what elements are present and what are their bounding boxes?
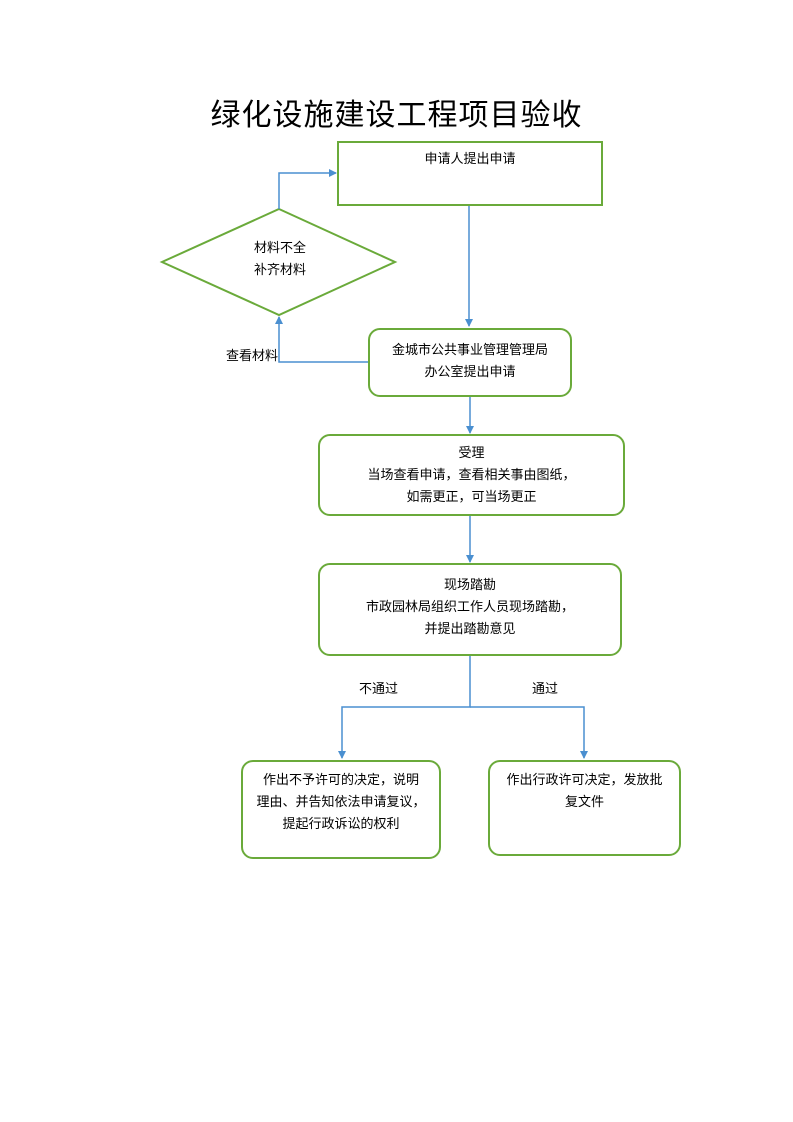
node-deny-line: 提起行政诉讼的权利 <box>282 817 400 832</box>
node-check-line: 材料不全 <box>253 241 306 256</box>
node-accept: 受理 当场查看申请，查看相关事由图纸， 如需更正，可当场更正 <box>318 434 625 516</box>
label-review: 查看材料 <box>226 349 279 364</box>
node-deny-line: 理由、并告知依法申请复议， <box>256 795 426 810</box>
node-approve-line: 复文件 <box>564 795 604 810</box>
node-check-line: 补齐材料 <box>253 263 306 278</box>
node-check: 材料不全 补齐材料 <box>200 238 360 282</box>
connector-survey-split <box>338 656 471 759</box>
node-office: 金城市公共事业管理管理局 办公室提出申请 <box>368 328 572 397</box>
node-deny: 作出不予许可的决定，说明 理由、并告知依法申请复议， 提起行政诉讼的权利 <box>241 760 441 859</box>
node-apply: 申请人提出申请 <box>337 141 603 206</box>
label-fail: 不通过 <box>359 682 399 697</box>
node-survey: 现场踏勘 市政园林局组织工作人员现场踏勘， 并提出踏勘意见 <box>318 563 622 656</box>
node-approve: 作出行政许可决定，发放批 复文件 <box>488 760 681 856</box>
connector-survey-to-approve <box>470 706 588 759</box>
node-apply-line: 申请人提出申请 <box>424 152 516 167</box>
decision-diamond <box>159 207 398 317</box>
node-survey-line: 并提出踏勘意见 <box>424 622 516 637</box>
node-approve-line: 作出行政许可决定，发放批 <box>506 773 663 788</box>
connector-check-to-apply <box>278 169 337 209</box>
connector-office-to-check <box>275 316 368 363</box>
node-accept-line: 当场查看申请，查看相关事由图纸， <box>367 468 576 483</box>
label-pass: 通过 <box>532 682 559 697</box>
node-accept-line: 如需更正，可当场更正 <box>406 490 537 505</box>
node-office-line: 办公室提出申请 <box>424 365 516 380</box>
node-deny-line: 作出不予许可的决定，说明 <box>262 773 419 788</box>
node-survey-line: 现场踏勘 <box>443 578 496 593</box>
page-title: 绿化设施建设工程项目验收 <box>210 98 583 133</box>
node-office-line: 金城市公共事业管理管理局 <box>391 343 548 358</box>
node-survey-line: 市政园林局组织工作人员现场踏勘， <box>365 600 574 615</box>
node-accept-line: 受理 <box>458 446 485 461</box>
